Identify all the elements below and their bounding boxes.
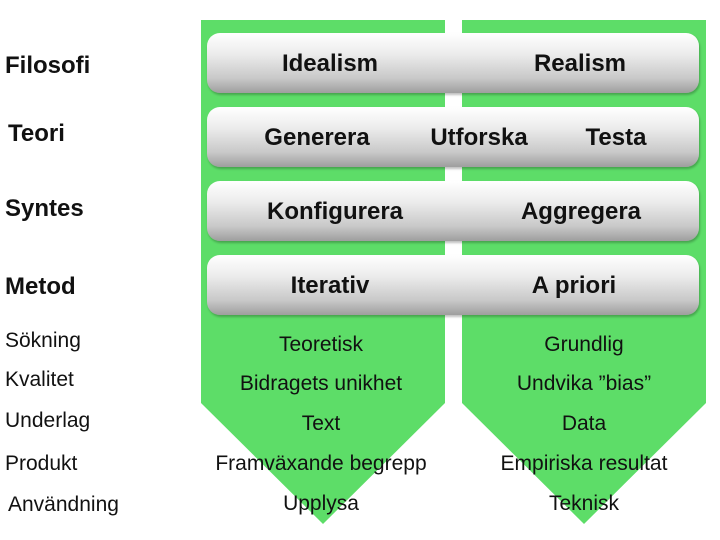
band-term-generera: Generera [264,124,370,151]
band-term-iterativ: Iterativ [290,272,370,299]
band-term-a-priori: A priori [531,272,617,299]
left-cell-anvandning: Upplysa [283,492,359,515]
right-cell-underlag: Data [561,412,607,435]
row-label-filosofi: Filosofi [5,52,91,79]
band-term-aggregera: Aggregera [520,198,642,225]
right-cell-anvandning: Teknisk [548,492,620,515]
band-filosofi: Idealism Realism [207,33,699,93]
band-term-testa: Testa [585,124,647,151]
row-label-metod: Metod [5,273,76,300]
row-label-syntes: Syntes [5,195,84,222]
left-cell-kvalitet: Bidragets unikhet [239,372,403,395]
right-cell-produkt: Empiriska resultat [500,452,668,475]
left-cell-underlag: Text [301,412,341,435]
band-term-realism: Realism [533,50,627,77]
band-term-utforska: Utforska [430,124,528,151]
band-metod: Iterativ A priori [207,255,699,315]
right-cell-sokning: Grundlig [544,333,624,356]
band-syntes: Konfigurera Aggregera [207,181,699,241]
left-cell-produkt: Framväxande begrepp [215,452,427,475]
row-label-kvalitet: Kvalitet [5,368,74,391]
row-label-underlag: Underlag [5,409,91,432]
band-term-idealism: Idealism [281,50,379,77]
row-label-sokning: Sökning [5,329,81,352]
row-label-teori: Teori [8,120,65,147]
right-cell-kvalitet: Undvika ”bias” [516,372,652,395]
row-label-anvandning: Användning [8,493,119,516]
band-teori: Generera Utforska Testa [207,107,699,167]
row-label-produkt: Produkt [5,452,78,475]
left-cell-sokning: Teoretisk [278,333,364,356]
band-term-konfigurera: Konfigurera [266,198,404,225]
